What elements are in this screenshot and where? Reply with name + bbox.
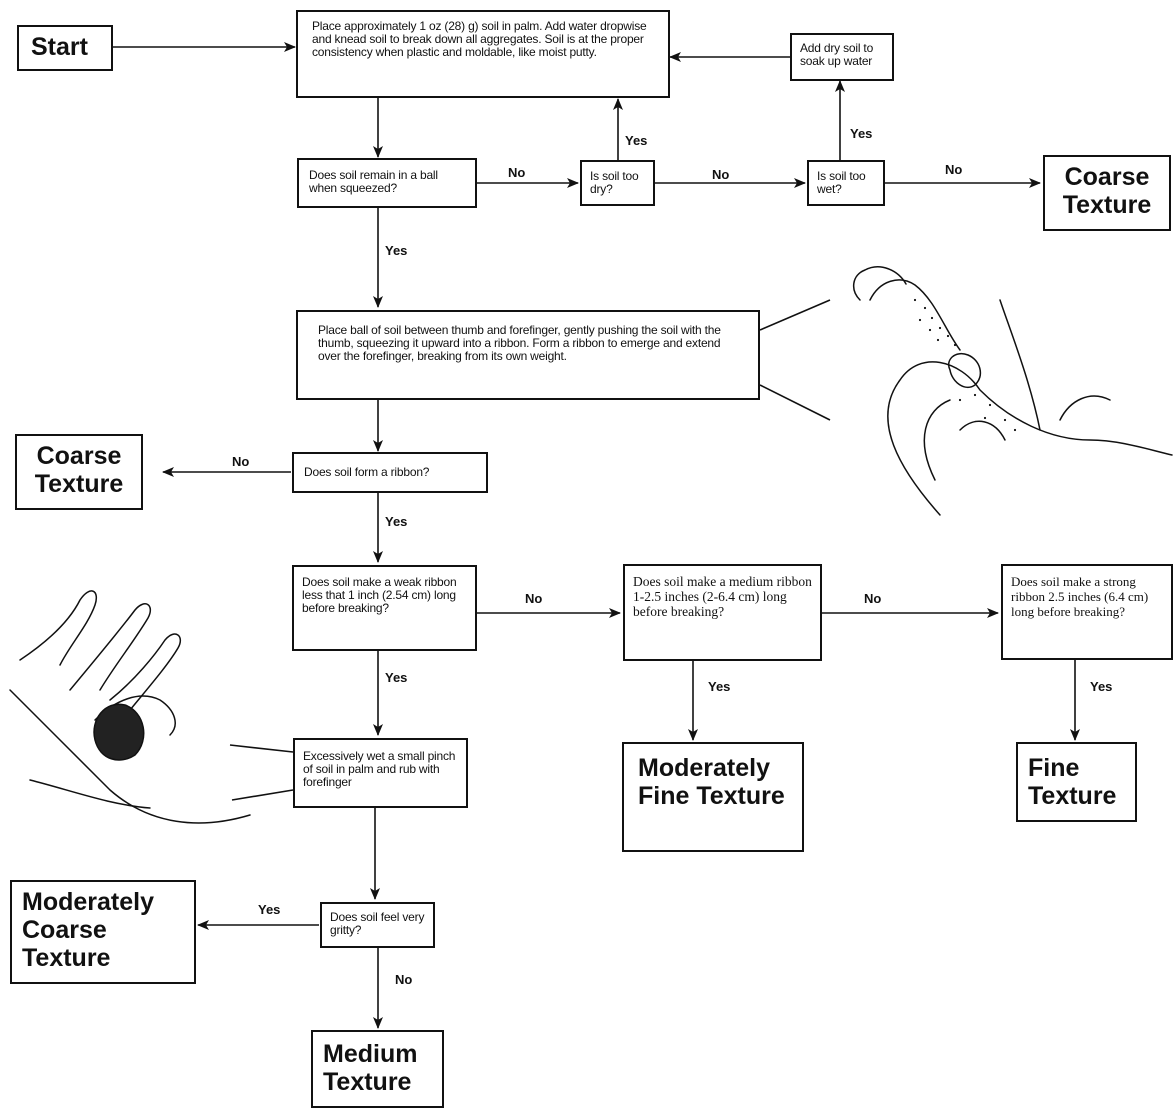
start-label: Start bbox=[31, 33, 88, 61]
edge-label-yes: Yes bbox=[258, 902, 281, 917]
edge-label-yes: Yes bbox=[850, 126, 873, 141]
result-coarse-texture-1: Coarse Texture bbox=[1043, 155, 1171, 231]
step-add-dry-soil: Add dry soil to soak up water bbox=[790, 33, 894, 81]
question-too-dry: Is soil too dry? bbox=[580, 160, 655, 206]
result-moderately-coarse-texture-label: Moderately Coarse Texture bbox=[22, 888, 154, 972]
question-gritty: Does soil feel very gritty? bbox=[320, 902, 435, 948]
result-moderately-fine-texture-label: Moderately Fine Texture bbox=[638, 754, 785, 810]
callout-rubbing-illustration bbox=[229, 744, 294, 753]
question-medium-ribbon: Does soil make a medium ribbon 1-2.5 inc… bbox=[623, 564, 822, 661]
edge-label-yes: Yes bbox=[385, 514, 408, 529]
result-medium-texture-label: Medium Texture bbox=[323, 1040, 418, 1096]
edge-label-yes: Yes bbox=[625, 133, 648, 148]
result-moderately-fine-texture: Moderately Fine Texture bbox=[622, 742, 804, 852]
step-place-soil-text: Place approximately 1 oz (28) g) soil in… bbox=[312, 19, 647, 59]
result-coarse-texture-2: Coarse Texture bbox=[15, 434, 143, 510]
edge-label-yes: Yes bbox=[385, 243, 408, 258]
question-form-ribbon-text: Does soil form a ribbon? bbox=[304, 465, 430, 479]
step-wet-pinch-text: Excessively wet a small pinch of soil in… bbox=[303, 749, 456, 789]
step-form-ribbon-text: Place ball of soil between thumb and for… bbox=[318, 323, 721, 363]
edge-label-yes: Yes bbox=[385, 670, 408, 685]
edge-label-no: No bbox=[945, 162, 963, 177]
question-strong-ribbon-text: Does soil make a strong ribbon 2.5 inche… bbox=[1011, 574, 1149, 619]
result-coarse-texture-2-label: Coarse Texture bbox=[34, 442, 124, 498]
edge-label-no: No bbox=[712, 167, 730, 182]
hand-rubbing-illustration bbox=[9, 590, 251, 824]
question-strong-ribbon: Does soil make a strong ribbon 2.5 inche… bbox=[1001, 564, 1173, 660]
edge-label-no: No bbox=[864, 591, 882, 606]
step-add-dry-soil-text: Add dry soil to soak up water bbox=[800, 41, 874, 68]
result-fine-texture-label: Fine Texture bbox=[1028, 754, 1117, 810]
question-ball-text: Does soil remain in a ball when squeezed… bbox=[309, 168, 438, 195]
hand-ribbon-illustration bbox=[853, 266, 1173, 516]
edge-label-no: No bbox=[525, 591, 543, 606]
step-place-soil: Place approximately 1 oz (28) g) soil in… bbox=[296, 10, 670, 98]
callout-ribbon-illustration bbox=[759, 384, 831, 421]
question-weak-ribbon: Does soil make a weak ribbon less that 1… bbox=[292, 565, 477, 651]
question-form-ribbon: Does soil form a ribbon? bbox=[292, 452, 488, 493]
start-node: Start bbox=[17, 25, 113, 71]
edge-label-yes: Yes bbox=[1090, 679, 1113, 694]
question-gritty-text: Does soil feel very gritty? bbox=[330, 910, 425, 937]
step-wet-pinch: Excessively wet a small pinch of soil in… bbox=[293, 738, 468, 808]
question-ball: Does soil remain in a ball when squeezed… bbox=[297, 158, 477, 208]
edge-label-no: No bbox=[395, 972, 413, 987]
question-too-wet: Is soil too wet? bbox=[807, 160, 885, 206]
edge-label-yes: Yes bbox=[708, 679, 731, 694]
question-medium-ribbon-text: Does soil make a medium ribbon 1-2.5 inc… bbox=[633, 574, 812, 619]
callout-rubbing-illustration bbox=[231, 789, 294, 801]
result-fine-texture: Fine Texture bbox=[1016, 742, 1137, 822]
question-too-wet-text: Is soil too wet? bbox=[817, 169, 866, 196]
result-medium-texture: Medium Texture bbox=[311, 1030, 444, 1108]
question-weak-ribbon-text: Does soil make a weak ribbon less that 1… bbox=[302, 575, 457, 615]
result-coarse-texture-1-label: Coarse Texture bbox=[1062, 163, 1152, 219]
question-too-dry-text: Is soil too dry? bbox=[590, 169, 639, 196]
callout-ribbon-illustration bbox=[759, 299, 831, 331]
edge-label-no: No bbox=[232, 454, 250, 469]
result-moderately-coarse-texture: Moderately Coarse Texture bbox=[10, 880, 196, 984]
edge-label-no: No bbox=[508, 165, 526, 180]
step-form-ribbon: Place ball of soil between thumb and for… bbox=[296, 310, 760, 400]
